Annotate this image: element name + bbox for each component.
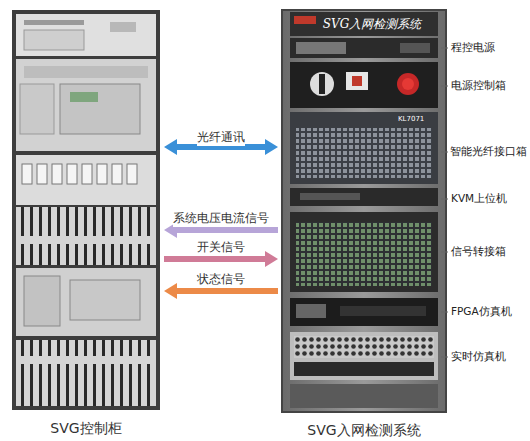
device-label: KVM上位机 bbox=[451, 192, 507, 206]
device-label: 实时仿真机 bbox=[451, 350, 506, 364]
control-cabinet-drawing bbox=[12, 10, 160, 410]
device-label: 程控电源 bbox=[451, 41, 495, 55]
leader-lines bbox=[441, 48, 448, 357]
device-label: 智能光纤接口箱 bbox=[450, 145, 527, 159]
arrow-head bbox=[265, 251, 278, 267]
device-label: 信号转接箱 bbox=[451, 245, 506, 259]
cabinet-box: SVG入网检测系统SVG入网检测系统 bbox=[282, 10, 446, 412]
test-system-cabinet-drawing bbox=[282, 10, 446, 412]
device-model: KL7071 bbox=[398, 115, 424, 123]
cabinet-caption: SVG控制柜 bbox=[50, 420, 121, 438]
signal-label: 系统电压电流信号 bbox=[173, 210, 269, 227]
arrow-head bbox=[164, 139, 177, 155]
device-label: 电源控制箱 bbox=[451, 79, 506, 93]
signal-label: 开关信号 bbox=[197, 239, 245, 256]
cabinet-caption: SVG入网检测系统 bbox=[307, 422, 420, 440]
cabinet-title: SVG入网检测系统 bbox=[323, 16, 421, 33]
arrow-shaft bbox=[176, 227, 278, 233]
arrow-head bbox=[164, 283, 177, 299]
device-label: FPGA仿真机 bbox=[451, 305, 512, 319]
arrow-shaft bbox=[164, 256, 266, 262]
arrow-shaft bbox=[176, 288, 278, 294]
arrow-head bbox=[265, 139, 278, 155]
signal-label: 光纤通讯 bbox=[197, 129, 245, 146]
cabinet-box: SVG控制柜 bbox=[12, 10, 160, 410]
signal-label: 状态信号 bbox=[197, 271, 245, 288]
